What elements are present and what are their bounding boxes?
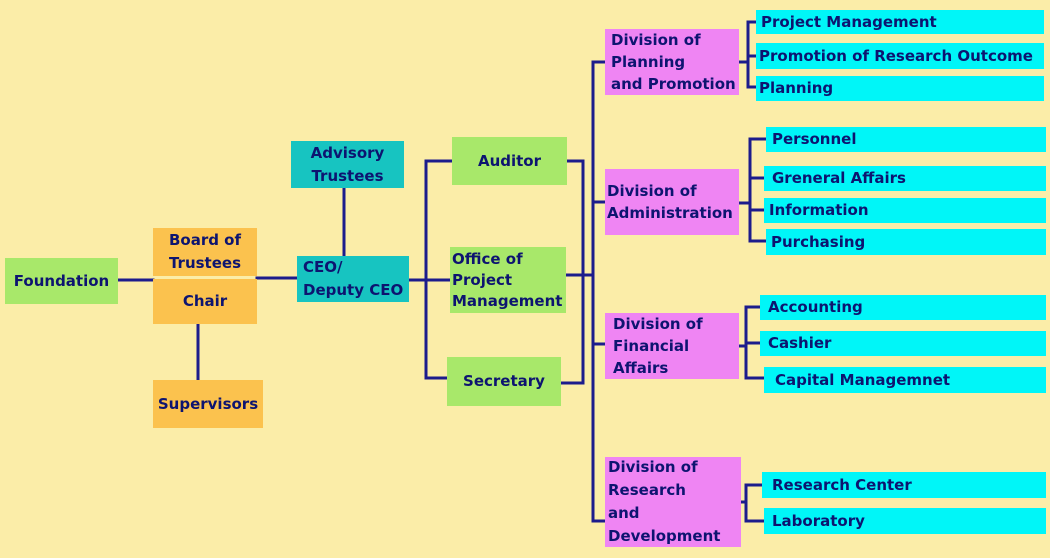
connector-research-units [739,483,766,523]
unit-planning-label: Planning [759,79,834,97]
division-research-development-label: Division of Research and Development [608,458,721,545]
supervisors-label: Supervisors [157,394,259,413]
office-of-project-management-box: Office of Project Management [450,247,566,313]
auditor-box: Auditor [452,137,567,185]
unit-research-center: Research Center [762,472,1046,498]
board-of-trustees-label: Board of Trustees [168,231,242,272]
unit-general-affairs: Greneral Affairs [764,166,1046,191]
auditor-label: Auditor [477,151,542,170]
secretary-box: Secretary [447,357,561,406]
unit-planning: Planning [756,76,1044,101]
unit-capital-management: Capital Managemnet [764,367,1046,393]
division-research-development-box: Division of Research and Development [605,457,741,547]
division-financial-affairs-label: Division of Financial Affairs [613,315,703,377]
advisory-trustees-box: Advisory Trustees [291,141,404,188]
unit-information: Information [764,198,1046,223]
division-planning-promotion-label: Division of Planning and Promotion [611,31,736,93]
connector-auditor-out [559,159,585,385]
division-planning-promotion-box: Division of Planning and Promotion [605,29,739,95]
advisory-trustees-label: Advisory Trustees [310,143,385,185]
unit-purchasing-label: Purchasing [771,232,866,251]
connector-planning-units [737,20,758,89]
division-financial-affairs-box: Division of Financial Affairs [605,313,739,379]
unit-personnel: Personnel [766,127,1046,152]
unit-personnel-label: Personnel [772,130,857,148]
unit-accounting: Accounting [760,295,1046,320]
division-administration-label: Division of Administration [607,182,733,222]
unit-project-management: Project Management [756,10,1044,34]
unit-accounting-label: Accounting [768,298,863,316]
unit-promotion-of-research-outcome: Promotion of Research Outcome [756,43,1044,69]
unit-cashier: Cashier [760,331,1046,356]
ceo-box: CEO/ Deputy CEO [297,256,409,302]
unit-laboratory-label: Laboratory [772,511,865,530]
unit-general-affairs-label: Greneral Affairs [772,169,906,187]
foundation-label: Foundation [13,271,110,290]
connector-finance-units [737,305,766,380]
unit-promotion-of-research-outcome-label: Promotion of Research Outcome [759,46,1033,65]
board-of-trustees-box: Board of Trustees [153,228,257,276]
chair-label: Chair [182,292,228,310]
unit-purchasing: Purchasing [766,229,1046,255]
unit-cashier-label: Cashier [768,334,832,352]
unit-information-label: Information [769,201,869,219]
foundation-box: Foundation [5,258,118,304]
secretary-label: Secretary [463,372,545,390]
ceo-label: CEO/ Deputy CEO [303,258,404,299]
chair-box: Chair [153,279,257,324]
unit-research-center-label: Research Center [772,475,912,494]
supervisors-box: Supervisors [153,380,263,428]
unit-capital-management-label: Capital Managemnet [775,370,951,389]
division-administration-box: Division of Administration [605,169,739,235]
connector-admin-units [737,137,768,243]
unit-laboratory: Laboratory [764,508,1046,534]
unit-project-management-label: Project Management [761,12,937,31]
office-of-project-management-label: Office of Project Management [452,249,563,310]
